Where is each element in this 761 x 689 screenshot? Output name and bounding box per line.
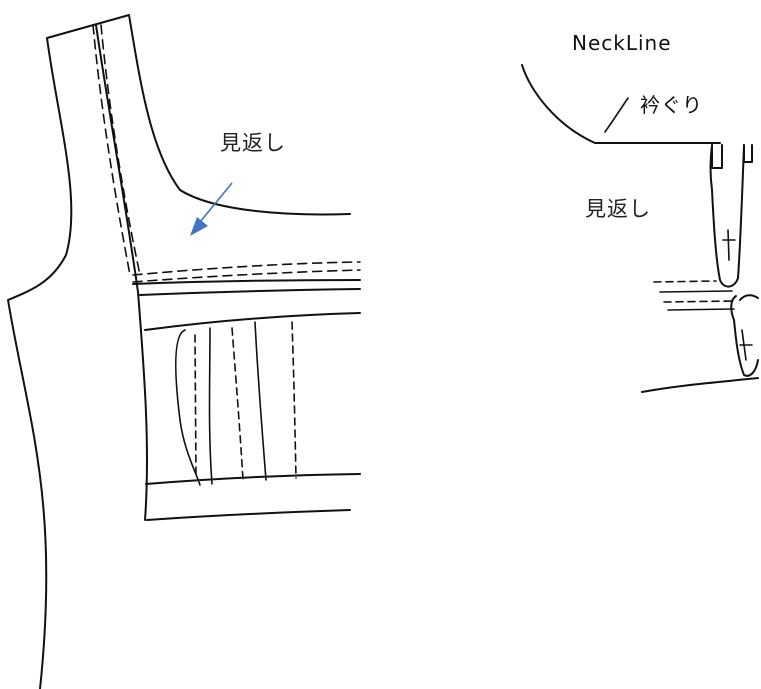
facing-arrow-head (190, 217, 208, 236)
band-line-2 (667, 308, 735, 311)
panel-top-line (144, 312, 361, 331)
pleat-line-1 (208, 327, 213, 485)
facing-fold-outer (709, 144, 745, 288)
neckline-curve (521, 64, 721, 144)
pleat-fold (174, 329, 201, 486)
facing-label-right: 見返し (585, 197, 651, 221)
pleat-stitch-2 (231, 327, 244, 481)
facing-label-left: 見返し (220, 131, 286, 155)
facing-fold-tab (711, 144, 753, 169)
strap-stitch-1 (92, 24, 131, 276)
yoke-line-bottom (139, 288, 361, 296)
yoke-line-top (132, 279, 361, 285)
right-neckline-drawing: NeckLine 衿ぐり 見返し (521, 31, 759, 393)
bodice-outline (7, 14, 351, 689)
yoke-stitch-2 (132, 269, 361, 283)
facing-inner-line (722, 229, 736, 261)
band-stitch-2 (663, 300, 735, 303)
front-edge-line (95, 24, 149, 521)
pleat-stitch-1 (194, 334, 197, 479)
neckline-leader (604, 97, 629, 133)
lower-fold (730, 294, 759, 377)
facing-arrow-shaft (199, 182, 233, 223)
pleat-stitch-3 (291, 321, 297, 479)
hem-line (146, 509, 351, 521)
strap-stitch-2 (100, 24, 141, 276)
left-bodice-drawing: 見返し (7, 14, 361, 689)
band-stitch-1 (653, 280, 717, 283)
pleat-line-2 (254, 321, 267, 481)
skirt-line (641, 377, 759, 393)
neckline-en-label: NeckLine (572, 31, 672, 55)
band-line-1 (659, 290, 733, 293)
panel-bottom-line (145, 473, 361, 485)
lower-inner (739, 329, 753, 361)
yoke-stitch-1 (132, 261, 361, 276)
neckline-jp-label: 衿ぐり (640, 93, 703, 117)
